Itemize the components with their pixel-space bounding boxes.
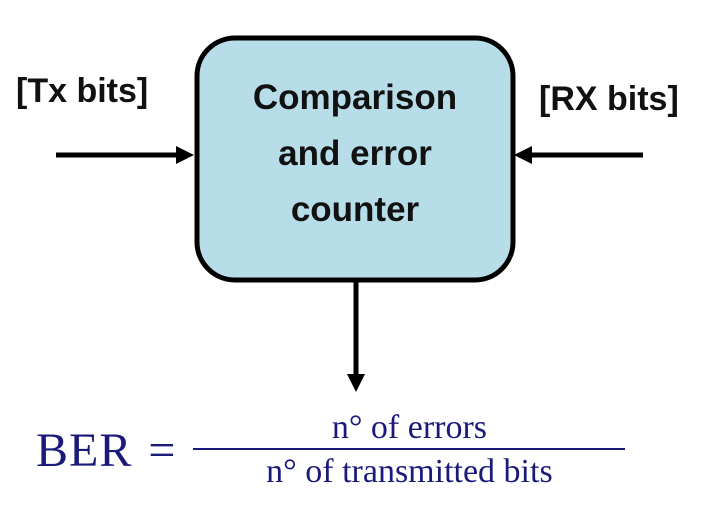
output-arrowhead (347, 374, 365, 392)
block-label-line-2: and error (278, 134, 432, 173)
comparison-block (194, 35, 516, 283)
block-label-line-3: counter (290, 190, 420, 229)
rx-arrowhead (514, 146, 532, 164)
formula-numerator: n° of errors (331, 409, 488, 446)
rx-bits-label: [RX bits] (539, 80, 679, 118)
tx-arrowhead (176, 146, 194, 164)
formula-equals: = (148, 423, 176, 477)
ber-formula: BER = n° of errors n° of transmitted bit… (36, 402, 626, 498)
comparison-block-label: Comparison and error counter (197, 38, 513, 280)
tx-bits-label: [Tx bits] (16, 72, 149, 110)
formula-fraction: n° of errors n° of transmitted bits (193, 409, 626, 490)
formula-lhs: BER (36, 423, 133, 477)
block-label-line-1: Comparison (252, 78, 458, 117)
formula-denominator: n° of transmitted bits (266, 453, 553, 490)
fraction-bar (193, 448, 626, 450)
